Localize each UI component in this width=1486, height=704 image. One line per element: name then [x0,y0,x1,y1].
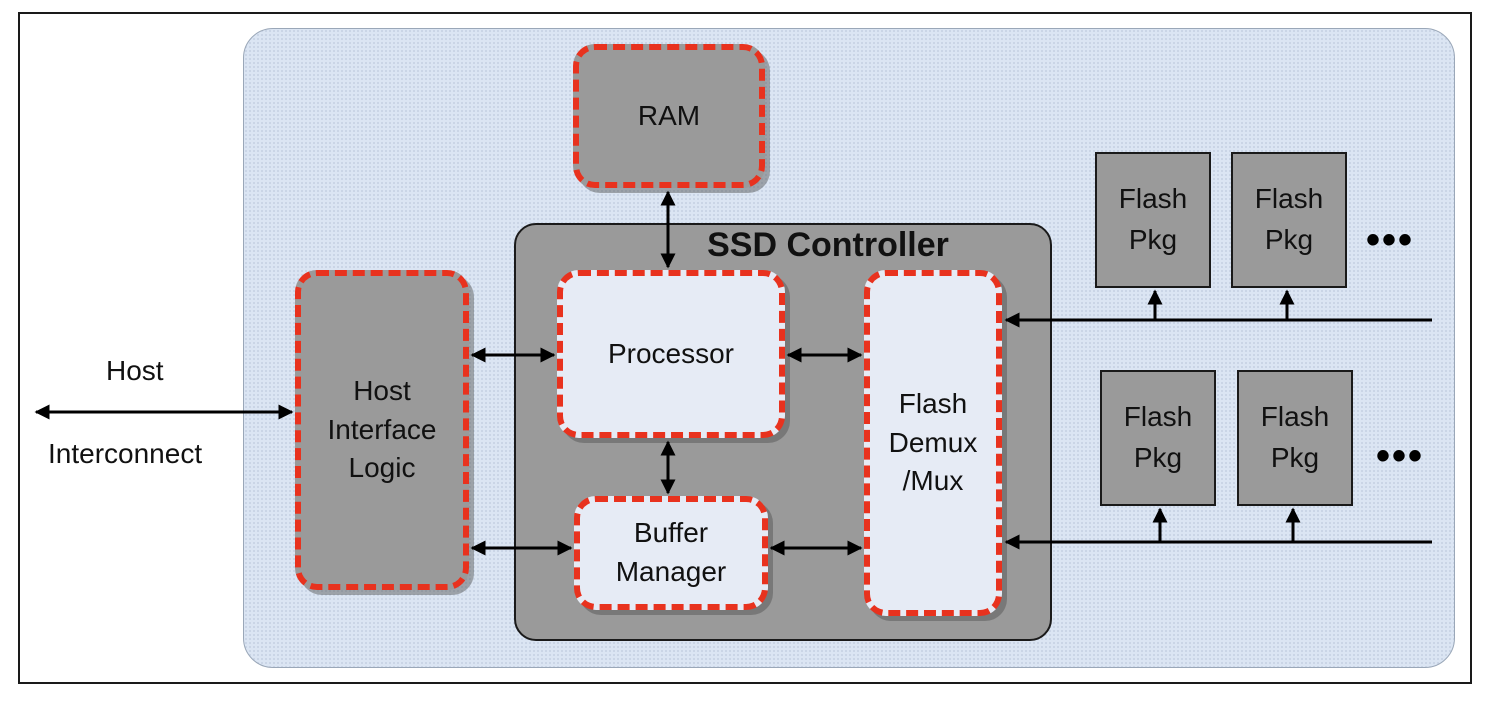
flash-package: Flash Pkg [1100,370,1216,506]
host-label: Host [106,355,164,386]
flash-package: Flash Pkg [1237,370,1353,506]
ram-block: RAM [573,44,765,188]
more-packages-ellipsis: ••• [1366,218,1415,262]
host-interface-logic-block: Host Interface Logic [295,270,469,590]
flash-package-label: Flash Pkg [1118,183,1188,255]
processor-block: Processor [557,270,785,438]
ram-label: RAM [637,99,701,131]
flash-demux-label: Flash Demux /Mux [888,388,978,497]
flash-demux-mux-block: Flash Demux /Mux [864,270,1002,616]
host-interface-label: Host Interface Logic [327,375,437,484]
ssd-controller-title: SSD Controller [707,226,949,264]
flash-package: Flash Pkg [1095,152,1211,288]
buffer-manager-label: Buffer Manager [615,517,727,587]
interconnect-label: Interconnect [48,438,203,469]
processor-label: Processor [607,337,735,369]
flash-package: Flash Pkg [1231,152,1347,288]
more-packages-ellipsis: ••• [1376,434,1425,478]
buffer-manager-block: Buffer Manager [574,496,768,610]
flash-package-label: Flash Pkg [1254,183,1324,255]
flash-package-label: Flash Pkg [1260,401,1330,473]
flash-package-label: Flash Pkg [1123,401,1193,473]
